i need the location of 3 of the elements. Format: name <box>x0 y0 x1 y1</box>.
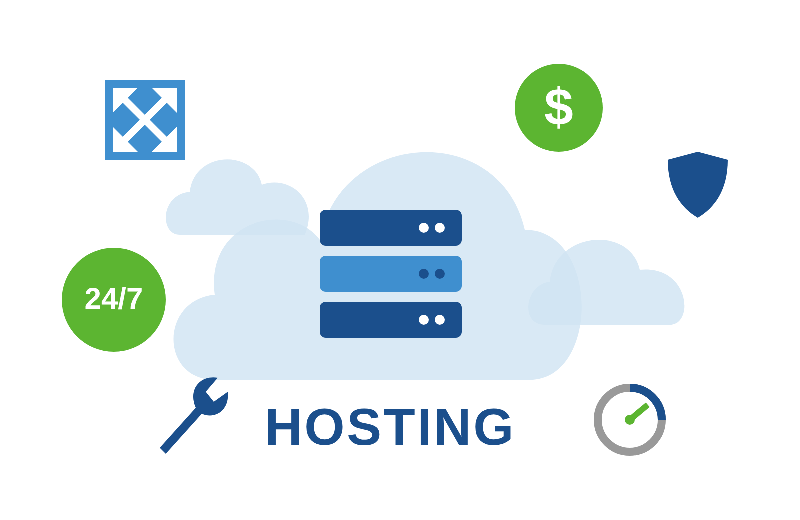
price-badge: $ <box>515 64 603 152</box>
heading: HOSTING <box>265 398 516 458</box>
availability-badge: 24/7 <box>62 248 166 352</box>
